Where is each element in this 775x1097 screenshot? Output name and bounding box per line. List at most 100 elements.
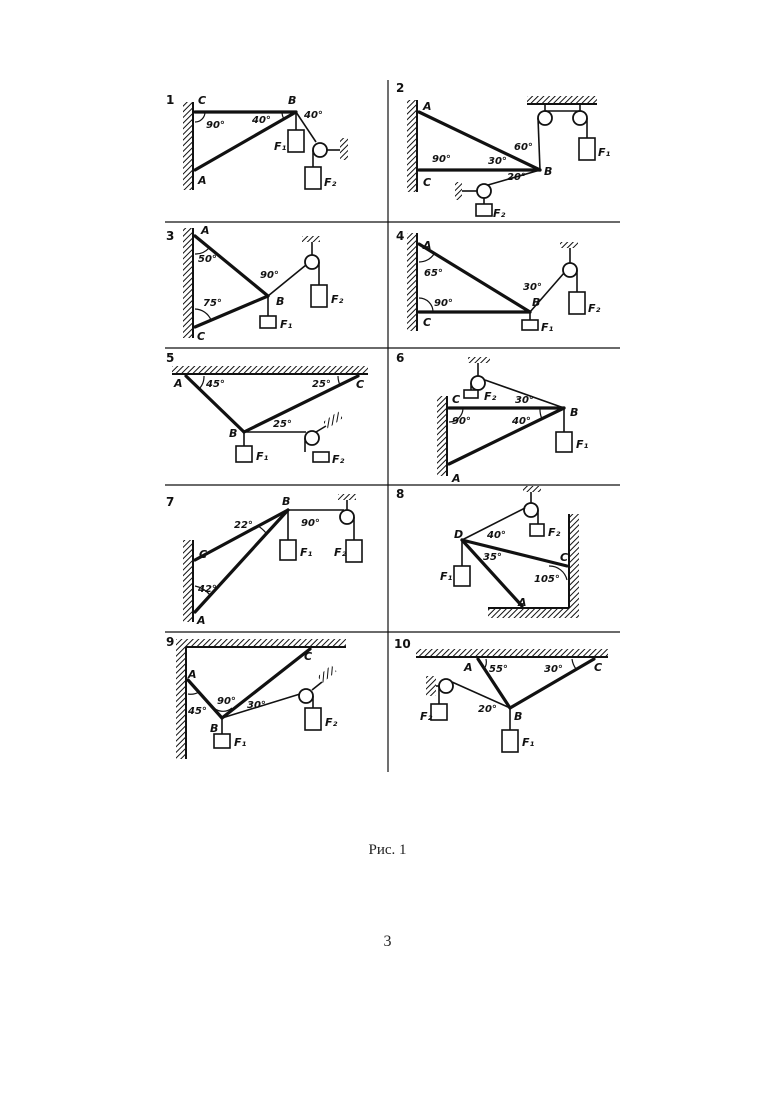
rope xyxy=(451,681,511,709)
rope xyxy=(311,681,323,691)
angle-label: 30° xyxy=(247,700,266,711)
rope xyxy=(267,264,307,297)
weight-box xyxy=(312,451,330,463)
panel-5: 5 A C B 45° 25° 25° F₁ F₂ xyxy=(166,351,368,466)
panel-3: 3 A C B 50° 75° 90° F₁ F₂ xyxy=(166,224,344,343)
point-label: B xyxy=(544,165,552,178)
weight-box xyxy=(555,431,573,453)
weight-box xyxy=(304,166,322,190)
panel-9: 9 A C B 45° 90° 30° F₁ F₂ xyxy=(166,635,346,759)
fixed-support xyxy=(172,366,368,374)
angle-arc xyxy=(257,525,267,534)
weight-box xyxy=(310,284,328,308)
weight-box xyxy=(279,539,297,561)
rod xyxy=(476,657,512,710)
force-label: F₁ xyxy=(522,736,535,749)
point-label: A xyxy=(200,224,210,237)
pulley-icon xyxy=(476,183,492,199)
weight-box xyxy=(304,707,322,731)
fixed-support xyxy=(426,676,436,696)
point-label: A xyxy=(451,472,461,485)
angle-arc xyxy=(198,375,205,390)
pulley-icon xyxy=(312,142,328,158)
rod xyxy=(508,657,596,710)
force-label: F₂ xyxy=(484,390,497,403)
point-label: C xyxy=(199,548,207,561)
force-label: F₁ xyxy=(541,321,554,334)
weight-box xyxy=(259,315,277,329)
force-label: F₂ xyxy=(493,207,506,220)
pulley-icon xyxy=(304,254,320,270)
force-label: F₂ xyxy=(331,293,344,306)
fixed-support xyxy=(302,236,320,242)
angle-label: 90° xyxy=(434,298,453,309)
panel-number: 5 xyxy=(166,351,174,365)
panel-number: 10 xyxy=(394,637,411,651)
pulley-icon xyxy=(304,430,320,446)
angle-label: 60° xyxy=(514,142,533,153)
angle-label: 22° xyxy=(234,520,253,531)
point-label: B xyxy=(532,296,540,309)
angle-arc xyxy=(418,253,435,263)
angle-label: 30° xyxy=(523,282,542,293)
rope xyxy=(487,169,541,186)
point-label: A xyxy=(422,239,432,252)
point-label: A xyxy=(517,596,527,609)
fixed-support xyxy=(416,649,608,657)
angle-label: 45° xyxy=(187,706,207,717)
panel-number: 8 xyxy=(396,487,404,501)
angle-label: 90° xyxy=(206,120,225,131)
weight-box xyxy=(521,319,539,331)
fixed-support xyxy=(560,242,578,248)
point-label: B xyxy=(282,495,290,508)
point-label: C xyxy=(423,176,431,189)
point-label: D xyxy=(454,528,463,541)
point-label: C xyxy=(594,661,602,674)
rod xyxy=(242,374,360,434)
angle-arc xyxy=(194,111,206,123)
pulley-icon xyxy=(438,678,454,694)
angle-label: 90° xyxy=(260,270,279,281)
force-label: F₁ xyxy=(234,736,247,749)
rope xyxy=(461,507,526,541)
point-label: A xyxy=(173,377,183,390)
pulley-icon xyxy=(523,502,539,518)
panel-7: 7 B C A 22° 90° 42° F₁ F₂ xyxy=(166,494,363,627)
rope xyxy=(537,117,541,171)
rope xyxy=(295,111,317,143)
page-number: 3 xyxy=(383,933,392,950)
point-label: A xyxy=(196,614,206,627)
point-label: A xyxy=(187,668,197,681)
fixed-support xyxy=(437,396,447,476)
point-label: B xyxy=(570,406,578,419)
angle-label: 65° xyxy=(424,268,443,279)
rod xyxy=(193,508,290,614)
panel-grid xyxy=(165,80,620,772)
fixed-support xyxy=(407,100,417,192)
rod xyxy=(193,234,270,298)
weight-box xyxy=(529,523,545,537)
angle-label: 55° xyxy=(489,664,508,675)
weight-box xyxy=(235,445,253,463)
rope xyxy=(484,379,565,409)
angle-label: 105° xyxy=(534,574,560,585)
force-label: F₁ xyxy=(576,438,589,451)
angle-label: 90° xyxy=(452,416,471,427)
fixed-support xyxy=(176,639,346,647)
panel-number: 4 xyxy=(396,229,404,243)
rope xyxy=(221,693,301,719)
rod xyxy=(193,110,298,172)
force-label: F₁ xyxy=(274,140,287,153)
panel-1: 1 C B A 90° 40° 40° F₁ F₂ xyxy=(166,93,348,190)
fixed-support xyxy=(523,486,541,492)
panel-8: 8 D C A 40° 35° 105° F₁ F₂ xyxy=(396,486,579,618)
point-label: C xyxy=(423,316,431,329)
force-label: F₂ xyxy=(588,302,601,315)
point-label: B xyxy=(288,94,296,107)
weight-box xyxy=(287,129,305,153)
panel-10: 10 A C B 55° 30° 20° F₂ F₁ xyxy=(394,637,608,753)
angle-label: 30° xyxy=(488,156,507,167)
fixed-support xyxy=(338,494,356,500)
pulley-icon xyxy=(562,262,578,278)
figure-caption: Рис. 1 xyxy=(368,842,407,858)
